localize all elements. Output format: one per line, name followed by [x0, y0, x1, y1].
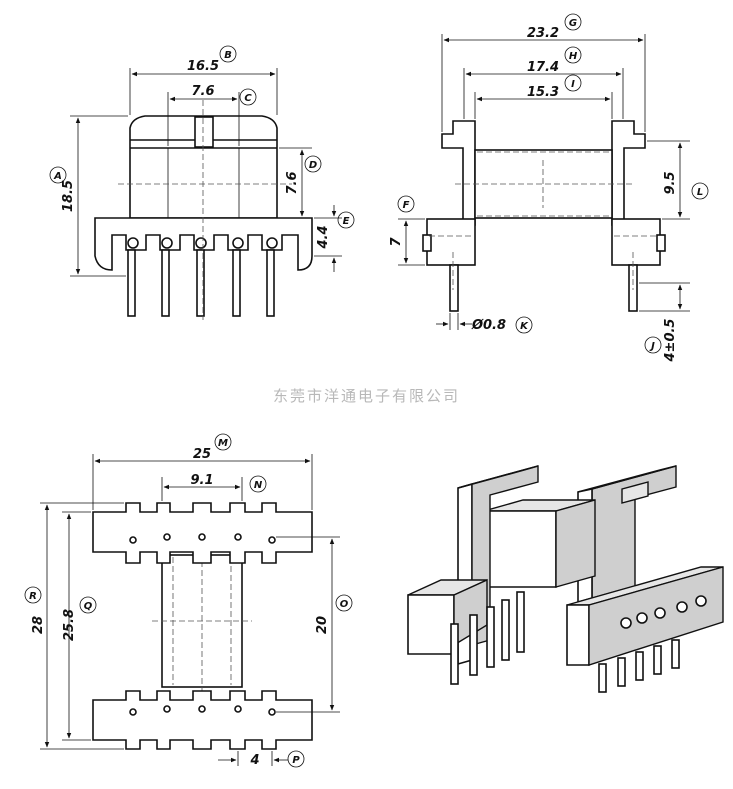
tag-top-core: N [254, 480, 263, 491]
tag-top-width: M [218, 438, 228, 449]
tag-pin-row: O [340, 599, 349, 610]
dim-flange: 17.4 [527, 60, 559, 75]
dim-pin-row: 20 [315, 616, 330, 634]
tag-pin-d: K [520, 321, 529, 332]
dim-flange-h: 9.5 [663, 171, 678, 194]
dim-core: 7.6 [191, 84, 214, 99]
tag-core: C [244, 93, 252, 104]
company-watermark: 东莞市洋通电子有限公司 [272, 387, 460, 405]
dim-pin-d: Ø0.8 [471, 318, 506, 333]
dim-base-h: 4.4 [316, 225, 331, 249]
tag-height: A [53, 171, 62, 182]
front-view: 16.5 B 7.6 C 18.5 A 7.6 D 4.4 E [49, 45, 355, 320]
tag-width: B [224, 50, 232, 61]
dim-winding: 15.3 [527, 85, 559, 100]
tag-pin-len: J [649, 341, 655, 352]
dim-top-inner: 25.8 [62, 609, 77, 641]
isometric-view [407, 465, 724, 693]
tag-core-h: D [309, 160, 317, 171]
dim-top-width: 25 [193, 447, 211, 462]
dim-overall: 23.2 [527, 26, 559, 41]
tag-base-h: E [343, 216, 350, 227]
dim-base-h-side: 7 [389, 237, 404, 247]
dim-core-h: 7.6 [285, 171, 300, 194]
tag-top-inner: Q [84, 601, 93, 612]
tag-winding: I [571, 79, 575, 90]
tag-flange: H [569, 51, 578, 62]
dim-top-length: 28 [31, 616, 46, 634]
tag-overall: G [569, 18, 577, 29]
tag-flange-h: L [697, 187, 703, 198]
dim-pin-len: 4±0.5 [663, 319, 678, 363]
dim-height: 18.5 [61, 180, 76, 212]
tag-top-length: R [29, 591, 37, 602]
side-view: 23.2 G 17.4 H 15.3 I 9.5 L 7 F [389, 13, 709, 363]
top-view: 25 M 9.1 N 28 R 25.8 Q 20 O 4 [24, 433, 353, 768]
tag-base-h-side: F [403, 200, 410, 211]
dim-pitch: 4 [249, 753, 259, 768]
dim-width: 16.5 [187, 59, 219, 74]
dim-top-core: 9.1 [190, 473, 213, 488]
tag-pitch: P [292, 755, 300, 766]
